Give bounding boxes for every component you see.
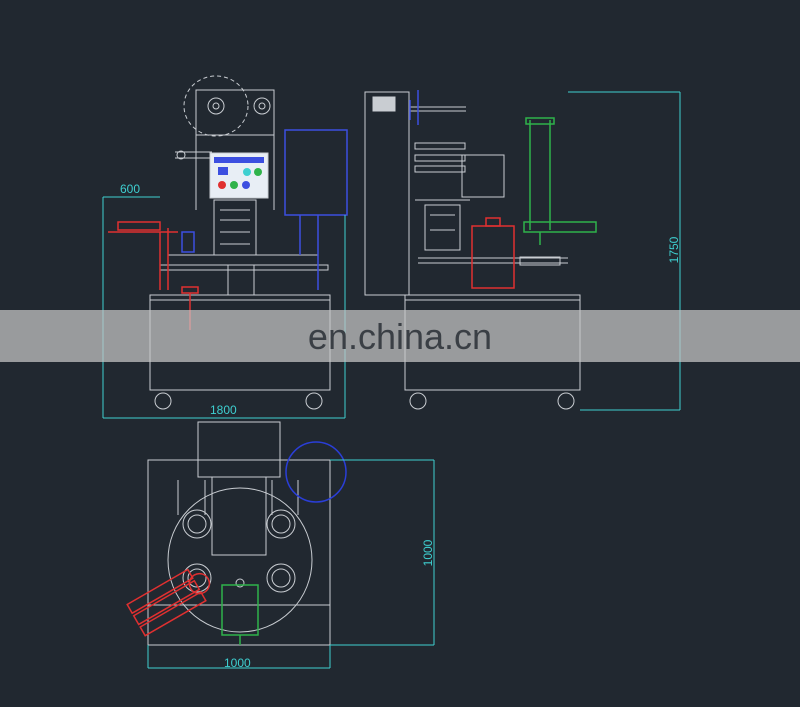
dimension-label-600: 600 (120, 182, 140, 196)
film-roll-right (253, 97, 271, 115)
dimension-label-top-depth: 1000 (421, 539, 435, 566)
front-table (167, 254, 319, 266)
front-wheel-right (305, 392, 323, 410)
red-cup-drop (126, 568, 211, 637)
side-view (364, 91, 581, 410)
side-wheel-right (557, 392, 575, 410)
cup-station-2 (266, 509, 296, 539)
top-view (147, 421, 331, 646)
dimension-lines (102, 91, 681, 669)
red-feed-tray (117, 221, 161, 231)
top-view-blue-circle (285, 441, 347, 503)
dimension-label-top-width: 1000 (224, 656, 251, 670)
green-output-chute (523, 221, 597, 233)
film-roll-frame (195, 89, 275, 136)
top-sealing-unit (197, 421, 281, 478)
watermark-text: en.china.cn (307, 316, 493, 357)
top-frame (147, 459, 331, 646)
cup-station-4 (266, 563, 296, 593)
rotary-table (167, 487, 313, 633)
cup-station-1 (182, 509, 212, 539)
front-wheel-left (154, 392, 172, 410)
side-wheel-left (409, 392, 427, 410)
side-column (364, 91, 410, 296)
red-cup-holder (471, 225, 515, 289)
blue-hopper (284, 129, 348, 216)
red-components (108, 217, 515, 637)
watermark-band (0, 310, 800, 362)
blue-components (181, 90, 419, 503)
green-components (221, 117, 597, 645)
side-sealing-block (461, 154, 505, 198)
control-panel (209, 152, 269, 199)
film-roll-outline (183, 75, 249, 137)
sealing-head (213, 199, 257, 256)
film-roll-left (207, 97, 225, 115)
cup-station-3 (182, 563, 212, 593)
dimension-label-1800: 1800 (210, 403, 237, 417)
dimension-label-1750: 1750 (667, 236, 681, 263)
green-output-top (221, 584, 259, 636)
